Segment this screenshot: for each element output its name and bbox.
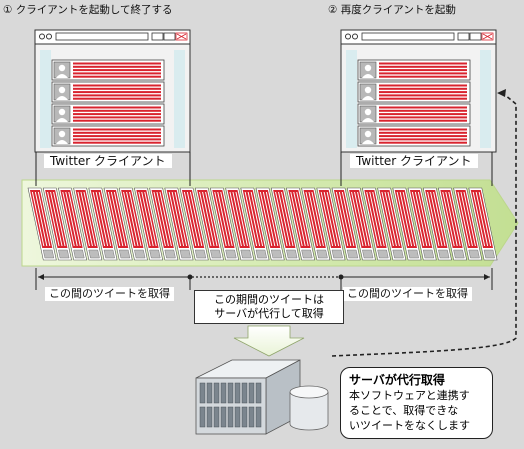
tweet-card (407, 187, 437, 261)
tweet-row (51, 81, 165, 103)
tweet-card (240, 187, 270, 261)
user-avatar-icon (53, 83, 71, 101)
user-avatar-icon (359, 83, 377, 101)
user-avatar-icon (359, 61, 377, 79)
tweet-card (58, 187, 88, 261)
server-period-callout: この期間のツイートは サーバが代行して取得 (194, 290, 344, 324)
user-avatar-icon (53, 127, 71, 145)
client-window-left (34, 29, 191, 153)
tweet-row (51, 59, 165, 81)
server-rack-icon (195, 359, 301, 435)
client-window-right (340, 29, 497, 153)
callout-line-2: サーバが代行して取得 (214, 307, 324, 320)
user-avatar-icon (359, 105, 377, 123)
callout-arrow (233, 325, 305, 357)
connector-arrowhead (497, 89, 506, 97)
info-line-2: ることで、取得できな (349, 404, 459, 417)
tweet-card (73, 187, 103, 261)
step-1-label: ① クライアントを起動して終了する (3, 4, 173, 16)
tweet-card (392, 187, 422, 261)
tweet-card (179, 187, 209, 261)
database-icon (289, 385, 329, 431)
connector-dashed (331, 94, 517, 357)
info-line-1: 本ソフトウェアと連携す (349, 389, 470, 402)
range-label-left: この間のツイートを取得 (45, 287, 174, 301)
tweet-row (51, 125, 165, 147)
tweet-row (357, 81, 471, 103)
user-avatar-icon (53, 105, 71, 123)
tweet-card (468, 187, 498, 261)
tweet-card (88, 187, 118, 261)
tweet-card (453, 187, 483, 261)
client-caption-left: Twitter クライアント (44, 154, 172, 168)
tweet-card (377, 187, 407, 261)
tweet-cards (27, 187, 498, 261)
tweet-card (286, 187, 316, 261)
tweet-card (301, 187, 331, 261)
tweet-card (225, 187, 255, 261)
tweet-row (357, 125, 471, 147)
tweet-card (103, 187, 133, 261)
tweet-card (422, 187, 452, 261)
tweet-card (194, 187, 224, 261)
tweet-card (27, 187, 57, 261)
tweet-card (134, 187, 164, 261)
tweet-card (346, 187, 376, 261)
tweet-row (357, 103, 471, 125)
server-info-box: サーバが代行取得 本ソフトウェアと連携す ることで、取得できな いツイートをなく… (340, 367, 493, 439)
callout-line-1: この期間のツイートは (214, 293, 324, 306)
range-line (35, 268, 493, 290)
info-line-3: いツイートをなくします (349, 419, 470, 432)
tweet-card (255, 187, 285, 261)
tweet-card (362, 187, 392, 261)
info-title: サーバが代行取得 (349, 373, 445, 387)
tweet-card (42, 187, 72, 261)
tweet-card (164, 187, 194, 261)
tweet-card (149, 187, 179, 261)
step-2-label: ② 再度クライアントを起動 (328, 4, 456, 16)
tweet-card (210, 187, 240, 261)
tweet-card (438, 187, 468, 261)
tweet-row (51, 103, 165, 125)
client-caption-right: Twitter クライアント (350, 154, 478, 168)
tweet-card (316, 187, 346, 261)
range-label-right: この間のツイートを取得 (343, 287, 472, 301)
user-avatar-icon (359, 127, 377, 145)
tweet-card (331, 187, 361, 261)
tweet-card (270, 187, 300, 261)
tweet-card (118, 187, 148, 261)
tweet-row (357, 59, 471, 81)
user-avatar-icon (53, 61, 71, 79)
